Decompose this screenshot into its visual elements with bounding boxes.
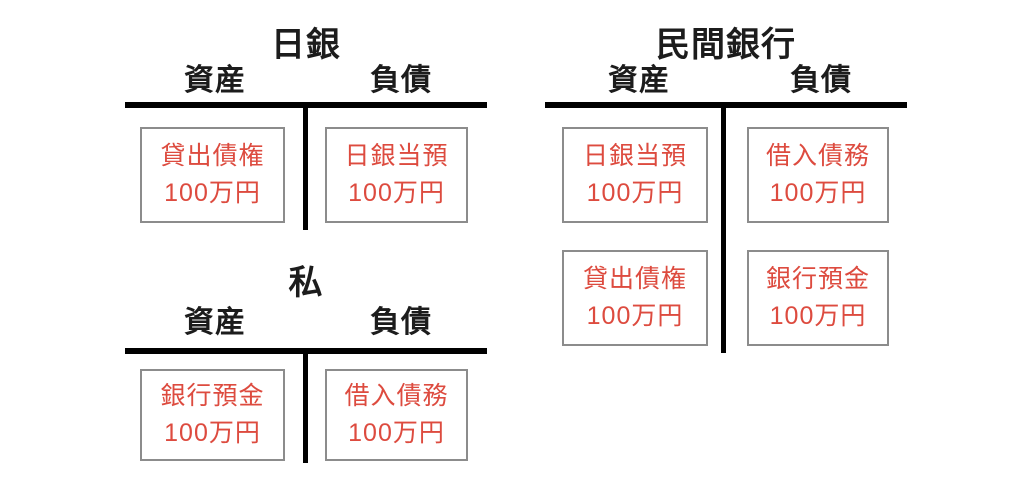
entry-amount: 100万円 [164,419,261,447]
entry-name: 貸出債権 [582,264,687,293]
assets-label-me: 資産 [184,306,246,339]
entry-amount: 100万円 [769,179,867,207]
entry-name: 日銀当預 [582,141,687,170]
entry-name: 借入債務 [765,141,870,170]
entry-box-me-asset: 銀行預金 100万円 [140,369,285,461]
entry-amount: 100万円 [348,419,445,447]
entry-name: 貸出債権 [160,141,265,170]
account-title-private-bank: 民間銀行 [656,26,796,64]
account-title-boj: 日銀 [271,26,341,64]
assets-label-private-bank: 資産 [608,64,670,97]
entry-name: 銀行預金 [765,264,870,293]
t-account-vertical-line [303,348,308,463]
liabilities-label-private-bank: 負債 [790,64,852,97]
entry-amount: 100万円 [164,179,261,207]
entry-box-boj-liability: 日銀当預 100万円 [325,127,468,223]
entry-box-private-bank-liability-2: 銀行預金 100万円 [747,250,889,346]
entry-box-private-bank-asset-2: 貸出債権 100万円 [562,250,708,346]
liabilities-label-boj: 負債 [370,64,432,97]
assets-label-boj: 資産 [184,64,246,97]
t-account-horizontal-line [545,102,907,108]
entry-amount: 100万円 [769,302,867,330]
entry-name: 借入債務 [344,381,449,410]
entry-box-me-liability: 借入債務 100万円 [325,369,468,461]
t-account-vertical-line [303,102,308,230]
entry-amount: 100万円 [586,302,684,330]
account-title-me: 私 [288,264,324,302]
entry-box-boj-asset: 貸出債権 100万円 [140,127,285,223]
entry-box-private-bank-asset-1: 日銀当預 100万円 [562,127,708,223]
entry-name: 日銀当預 [344,141,449,170]
entry-box-private-bank-liability-1: 借入債務 100万円 [747,127,889,223]
entry-name: 銀行預金 [160,381,265,410]
liabilities-label-me: 負債 [370,306,432,339]
t-account-vertical-line [721,102,726,353]
entry-amount: 100万円 [586,179,684,207]
entry-amount: 100万円 [348,179,445,207]
